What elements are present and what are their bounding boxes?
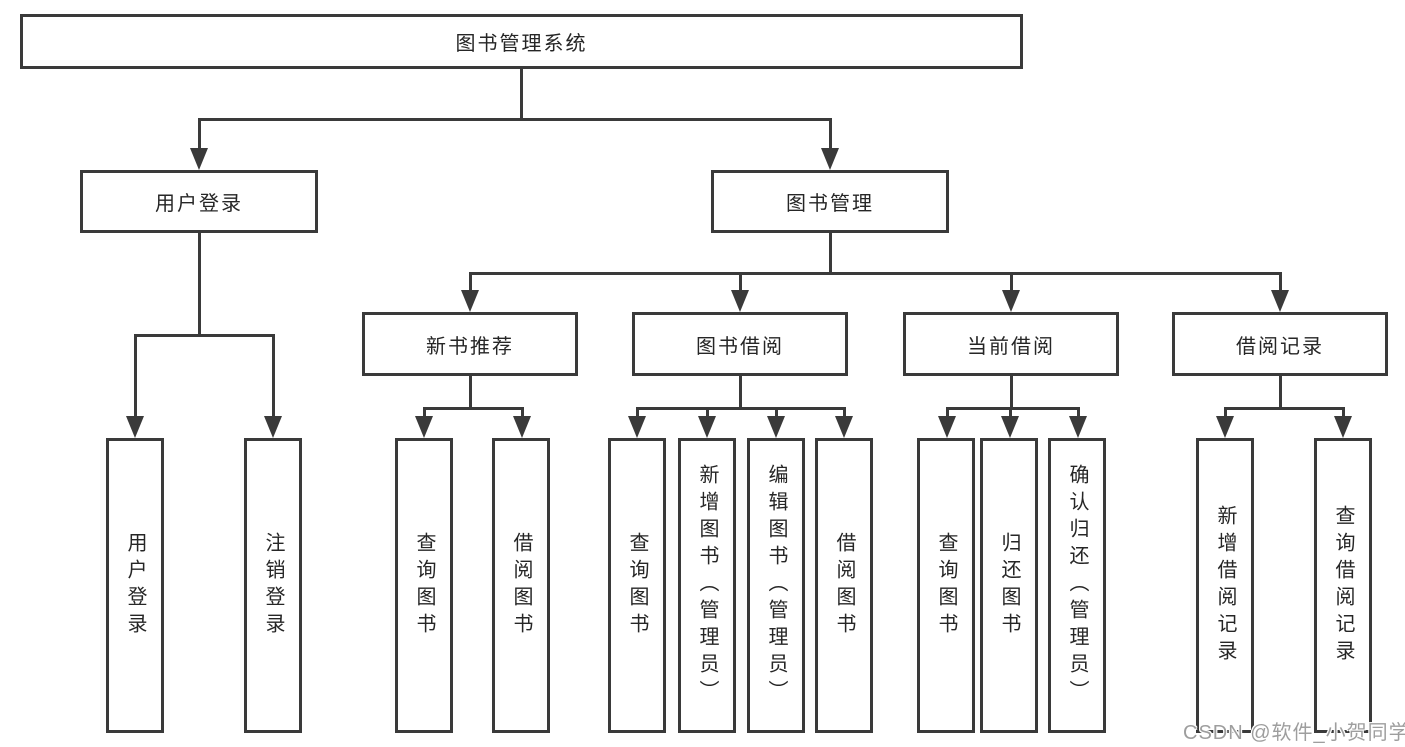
node-book-borrowing: 图书借阅 xyxy=(632,312,848,376)
leaf-confirm-return-admin-label: 确认归还（管理员） xyxy=(1066,464,1088,707)
node-book-borrowing-label: 图书借阅 xyxy=(696,335,784,358)
connector-leaf-drop xyxy=(1224,408,1227,418)
leaf-query-books-3-label: 查询图书 xyxy=(935,531,957,640)
connector-leaf-drop xyxy=(423,408,426,418)
arrowhead-new-book-icon xyxy=(461,290,479,312)
leaf-add-borrow-record: 新增借阅记录 xyxy=(1196,438,1254,733)
connector-leaf-drop xyxy=(706,408,709,418)
leaf-query-books-3: 查询图书 xyxy=(917,438,975,733)
node-borrowing-records-label: 借阅记录 xyxy=(1236,335,1324,358)
leaf-query-books-1-label: 查询图书 xyxy=(413,531,435,640)
node-user-login: 用户登录 xyxy=(80,170,318,233)
arrowhead-borrowing-icon xyxy=(731,290,749,312)
connector-user-login-bar xyxy=(134,334,275,337)
connector-leaf-drop xyxy=(775,408,778,418)
leaf-query-books-1: 查询图书 xyxy=(395,438,453,733)
node-book-management-label: 图书管理 xyxy=(786,193,874,215)
arrowhead-leaf-icon xyxy=(767,416,785,438)
connector-book-mgmt-bar xyxy=(469,272,1282,275)
connector-borrowing-drop xyxy=(739,273,742,291)
arrowhead-leaf-icon xyxy=(1334,416,1352,438)
arrowhead-leaf-icon xyxy=(513,416,531,438)
arrowhead-records-icon xyxy=(1271,290,1289,312)
leaf-query-books-2: 查询图书 xyxy=(608,438,666,733)
node-current-borrowing-label: 当前借阅 xyxy=(967,335,1055,358)
arrowhead-leaf-icon xyxy=(938,416,956,438)
arrowhead-leaf-icon xyxy=(415,416,433,438)
connector-current-stem xyxy=(1010,376,1013,408)
leaf-borrow-books-1: 借阅图书 xyxy=(492,438,550,733)
node-new-book-recommend: 新书推荐 xyxy=(362,312,578,376)
connector-leaf-drop xyxy=(1077,408,1080,418)
connector-leaf-drop xyxy=(521,408,524,418)
connector-leaf-drop xyxy=(1342,408,1345,418)
connector-current-bar xyxy=(946,407,1080,410)
leaf-borrow-books-2: 借阅图书 xyxy=(815,438,873,733)
node-library-system-label: 图书管理系统 xyxy=(455,33,588,55)
connector-current-drop xyxy=(1010,273,1013,291)
arrowhead-leaf-logout-icon xyxy=(264,416,282,438)
leaf-add-books-admin-label: 新增图书（管理员） xyxy=(696,464,718,707)
arrowhead-current-icon xyxy=(1002,290,1020,312)
connector-leaf-logout-drop xyxy=(272,335,275,418)
arrowhead-user-login-icon xyxy=(190,148,208,170)
csdn-watermark: CSDN @软件_小贺同学 xyxy=(1183,722,1405,744)
arrowhead-leaf-icon xyxy=(835,416,853,438)
arrowhead-leaf-login-icon xyxy=(126,416,144,438)
connector-book-mgmt-stem xyxy=(829,233,832,273)
leaf-borrow-books-1-label: 借阅图书 xyxy=(510,531,532,640)
node-library-system: 图书管理系统 xyxy=(20,14,1023,69)
connector-records-stem xyxy=(1279,376,1282,408)
arrowhead-book-mgmt-icon xyxy=(821,148,839,170)
leaf-add-books-admin: 新增图书（管理员） xyxy=(678,438,736,733)
arrowhead-leaf-icon xyxy=(1216,416,1234,438)
leaf-return-books-label: 归还图书 xyxy=(998,531,1020,640)
leaf-query-books-2-label: 查询图书 xyxy=(626,531,648,640)
connector-leaf-drop xyxy=(946,408,949,418)
connector-root-bar xyxy=(198,118,832,121)
arrowhead-leaf-icon xyxy=(698,416,716,438)
leaf-user-login: 用户登录 xyxy=(106,438,164,733)
leaf-edit-books-admin-label: 编辑图书（管理员） xyxy=(765,464,787,707)
connector-leaf-drop xyxy=(636,408,639,418)
leaf-confirm-return-admin: 确认归还（管理员） xyxy=(1048,438,1106,733)
leaf-return-books: 归还图书 xyxy=(980,438,1038,733)
connector-book-mgmt-drop xyxy=(829,119,832,149)
leaf-add-borrow-record-label: 新增借阅记录 xyxy=(1214,504,1236,667)
connector-leaf-drop xyxy=(843,408,846,418)
leaf-logout-label: 注销登录 xyxy=(262,531,284,640)
arrowhead-leaf-icon xyxy=(628,416,646,438)
connector-user-login-stem xyxy=(198,233,201,335)
arrowhead-leaf-icon xyxy=(1069,416,1087,438)
leaf-edit-books-admin: 编辑图书（管理员） xyxy=(747,438,805,733)
leaf-logout: 注销登录 xyxy=(244,438,302,733)
connector-leaf-login-drop xyxy=(134,335,137,418)
connector-user-login-drop xyxy=(198,119,201,149)
connector-leaf-drop xyxy=(1009,408,1012,418)
connector-new-book-bar xyxy=(423,407,524,410)
connector-root-stem xyxy=(520,69,523,119)
connector-borrowing-bar xyxy=(636,407,846,410)
connector-new-book-drop xyxy=(469,273,472,291)
leaf-borrow-books-2-label: 借阅图书 xyxy=(833,531,855,640)
node-current-borrowing: 当前借阅 xyxy=(903,312,1119,376)
node-book-management: 图书管理 xyxy=(711,170,949,233)
node-new-book-recommend-label: 新书推荐 xyxy=(426,335,514,358)
leaf-user-login-label: 用户登录 xyxy=(124,531,146,640)
node-borrowing-records: 借阅记录 xyxy=(1172,312,1388,376)
arrowhead-leaf-icon xyxy=(1001,416,1019,438)
connector-records-drop xyxy=(1279,273,1282,291)
connector-borrowing-stem xyxy=(739,376,742,408)
node-user-login-label: 用户登录 xyxy=(155,193,243,215)
leaf-query-borrow-record-label: 查询借阅记录 xyxy=(1332,504,1354,667)
connector-records-bar xyxy=(1224,407,1345,410)
leaf-query-borrow-record: 查询借阅记录 xyxy=(1314,438,1372,733)
connector-new-book-stem xyxy=(469,376,472,408)
